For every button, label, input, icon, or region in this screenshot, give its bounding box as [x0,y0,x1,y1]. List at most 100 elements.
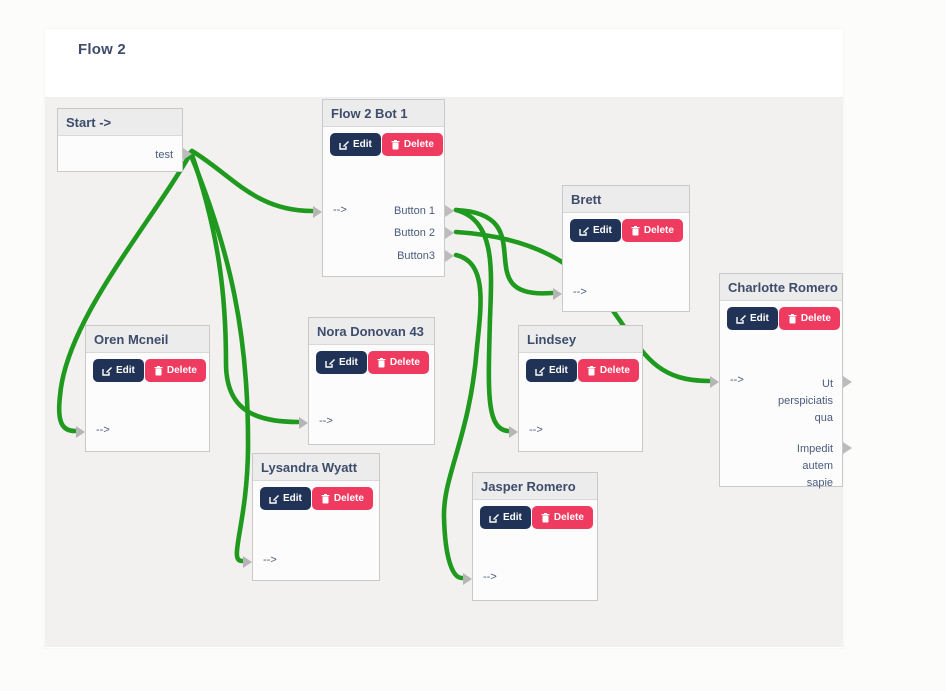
edit-button[interactable]: Edit [316,351,367,374]
edit-pencil-icon [102,366,112,376]
node-title-oren: Oren Mcneil [86,326,209,353]
input-port-arrow-icon[interactable] [299,417,308,429]
flow-node-start[interactable]: Start -> test [57,108,192,172]
edit-button-label: Edit [593,225,612,236]
input-port: --> [563,286,587,298]
delete-trash-icon [154,365,163,375]
input-port: --> [253,554,277,566]
edit-button[interactable]: Edit [480,506,531,529]
edit-pencil-icon [535,366,545,376]
delete-trash-icon [788,313,797,323]
edit-button-label: Edit [116,365,135,376]
edit-button[interactable]: Edit [93,359,144,382]
edge-flow2bot1.button1-to-lindsey.in[interactable] [453,207,511,434]
delete-button[interactable]: Delete [531,506,593,529]
input-port-arrow-icon[interactable] [76,426,85,438]
node-actions: Edit Delete [727,307,840,330]
input-port-label: --> [319,415,333,427]
output-port-arrow-icon[interactable] [445,205,454,217]
edit-button-label: Edit [339,357,358,368]
edge-start.test-to-flow2bot1.in[interactable] [189,148,315,214]
output-port-arrow-icon[interactable] [445,227,454,239]
node-actions: Edit Delete [480,506,593,529]
delete-button[interactable]: Delete [577,359,639,382]
node-title-jasper: Jasper Romero [473,473,597,500]
edit-button[interactable]: Edit [330,133,381,156]
input-port-label: --> [573,286,587,298]
delete-button[interactable]: Delete [381,133,443,156]
input-port-arrow-icon[interactable] [313,206,322,218]
delete-button[interactable]: Delete [778,307,840,330]
edge-flow2bot1.button1-to-brett.in[interactable] [453,207,555,296]
edit-button[interactable]: Edit [260,487,311,510]
output-port-arrow-icon[interactable] [183,148,192,160]
edit-button-label: Edit [353,139,372,150]
edit-button[interactable]: Edit [727,307,778,330]
delete-button-label: Delete [599,365,630,376]
delete-button-label: Delete [643,225,674,236]
input-port: --> [519,424,543,436]
input-port-arrow-icon[interactable] [710,376,719,388]
edit-button[interactable]: Edit [570,219,621,242]
edge-start.test-to-lysandra.in[interactable] [187,150,251,564]
node-title-start: Start -> [58,109,182,136]
node-actions: Edit Delete [330,133,443,156]
edge-start.test-to-nora.in[interactable] [188,149,301,425]
input-port-arrow-icon[interactable] [243,556,252,568]
input-port-arrow-icon[interactable] [509,426,518,438]
edit-button-label: Edit [750,313,769,324]
delete-button-label: Delete [403,139,434,150]
delete-button-label: Delete [333,493,364,504]
node-actions: Edit Delete [260,487,373,510]
node-actions: Edit Delete [93,359,206,382]
output-port-arrow-icon[interactable] [445,250,454,262]
edit-button[interactable]: Edit [526,359,577,382]
edit-button-label: Edit [549,365,568,376]
input-port: --> [309,415,333,427]
input-port-arrow-icon[interactable] [553,288,562,300]
flow-header-bar: Flow 2 [45,29,843,98]
node-actions: Edit Delete [526,359,639,382]
node-title-charlotte: Charlotte Romero [720,274,842,301]
delete-button-label: Delete [800,313,831,324]
delete-trash-icon [631,225,640,235]
edit-pencil-icon [269,494,279,504]
flow-node-nora[interactable]: Nora Donovan 43 Edit Delete --> [299,317,435,445]
delete-button-label: Delete [553,512,584,523]
input-port-label: --> [730,374,744,386]
flow-node-flow2bot1[interactable]: Flow 2 Bot 1 Edit Delete --> Button 1 Button … [313,99,454,277]
input-port: --> [323,204,347,216]
delete-button[interactable]: Delete [367,351,429,374]
output-port-arrow-icon[interactable] [843,442,852,454]
delete-button[interactable]: Delete [311,487,373,510]
input-port-label: --> [333,204,347,216]
output-port-label: test [155,149,173,161]
delete-button[interactable]: Delete [621,219,683,242]
edge-flow2bot1.button3-to-jasper.in[interactable] [441,252,483,581]
edit-pencil-icon [325,358,335,368]
input-port-label: --> [263,554,277,566]
output-port-label: Button 1 [394,205,435,217]
input-port-label: --> [96,424,110,436]
input-port-arrow-icon[interactable] [463,573,472,585]
node-title-lindsey: Lindsey [519,326,642,353]
edit-button-label: Edit [503,512,522,523]
delete-button-label: Delete [166,365,197,376]
delete-button[interactable]: Delete [144,359,206,382]
node-title-nora: Nora Donovan 43 [309,318,434,345]
edge-start.test-to-oren.in[interactable] [56,148,195,434]
page-title: Flow 2 [78,41,126,58]
output-port-label: Button 2 [394,227,435,239]
node-actions: Edit Delete [316,351,429,374]
output-port-arrow-icon[interactable] [843,376,852,388]
delete-trash-icon [321,493,330,503]
node-title-flow2bot1: Flow 2 Bot 1 [323,100,444,127]
